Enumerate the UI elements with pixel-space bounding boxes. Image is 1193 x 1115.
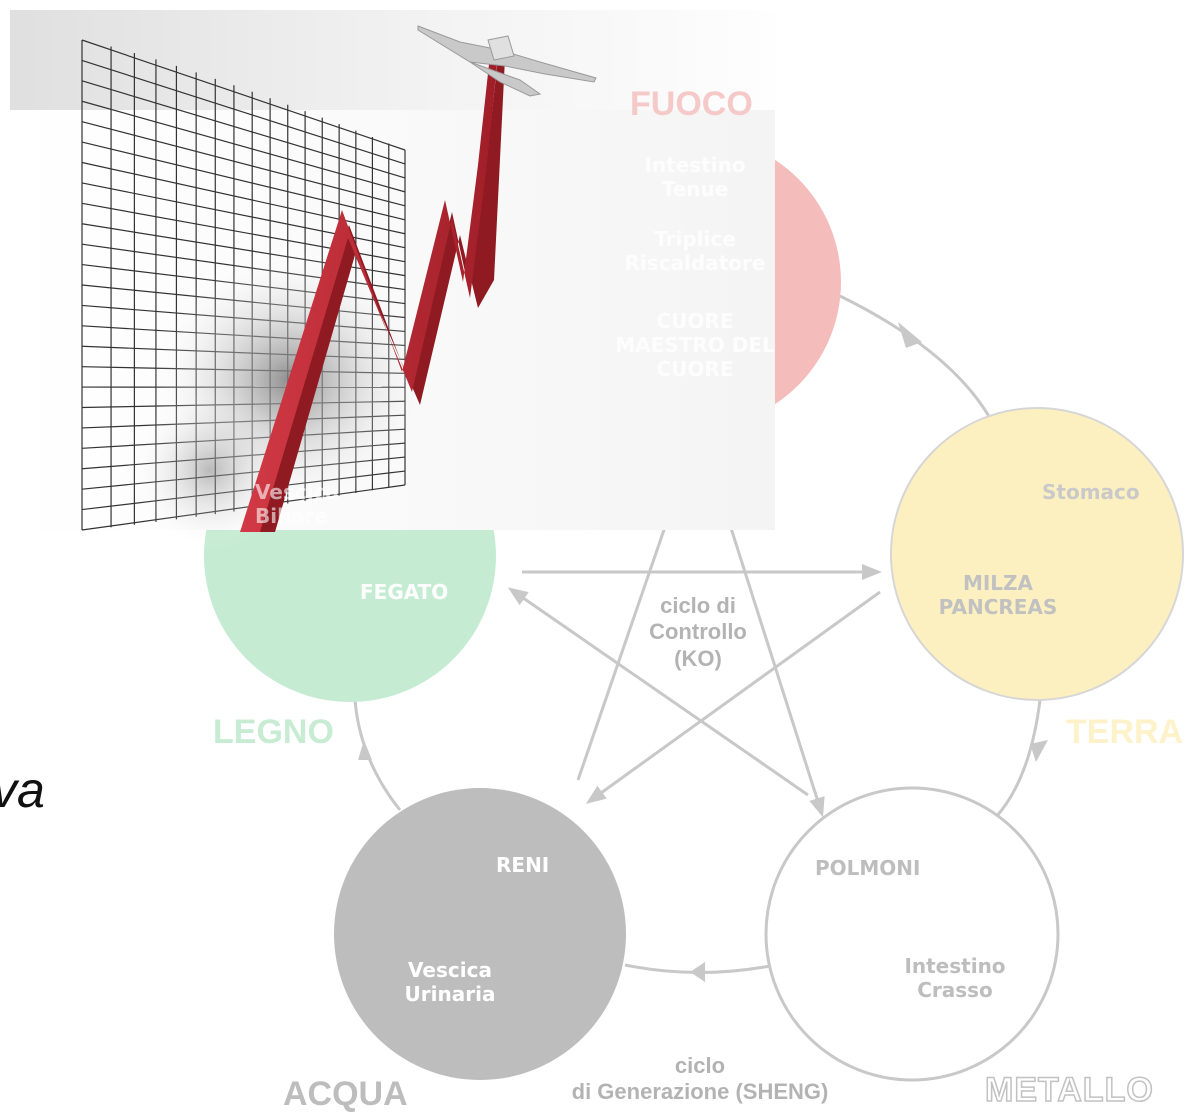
wood-label: LEGNO <box>213 712 334 753</box>
fire-organ-heart: CUORE MAESTRO DEL CUORE <box>600 309 790 381</box>
earth-organ-stomach: Stomaco <box>1042 480 1140 504</box>
wood-organ-gallbladder: Vescica Biliare <box>255 480 365 528</box>
water-circle <box>334 788 626 1080</box>
arc-earth-metal <box>995 700 1040 818</box>
earth-circle <box>891 408 1183 700</box>
partial-side-text: va <box>0 760 45 820</box>
fire-organ-small-intestine: Intestino Tenue <box>630 153 760 201</box>
arrowhead-metal-water <box>690 962 705 982</box>
wood-organ-liver: FEGATO <box>360 580 448 604</box>
metal-circle <box>766 788 1058 1080</box>
arc-fire-earth <box>840 296 990 418</box>
earth-organ-spleen: MILZA PANCREAS <box>928 571 1068 619</box>
generation-cycle-label: ciclo di Generazione (SHENG) <box>530 1053 870 1106</box>
fire-label: FUOCO <box>630 84 753 125</box>
control-cycle-label: ciclo di Controllo (KO) <box>628 593 768 672</box>
fire-organ-triple-heater: Triplice Riscaldatore <box>610 227 780 275</box>
metal-label: METALLO <box>985 1070 1154 1111</box>
water-organ-bladder: Vescica Urinaria <box>390 958 510 1006</box>
metal-organ-large-intestine: Intestino Crasso <box>895 954 1015 1002</box>
water-label: ACQUA <box>283 1074 408 1115</box>
water-organ-kidneys: RENI <box>496 853 549 877</box>
earth-label: TERRA <box>1066 712 1183 753</box>
arrowhead-water-wood <box>358 740 372 760</box>
metal-organ-lungs: POLMONI <box>815 856 921 880</box>
